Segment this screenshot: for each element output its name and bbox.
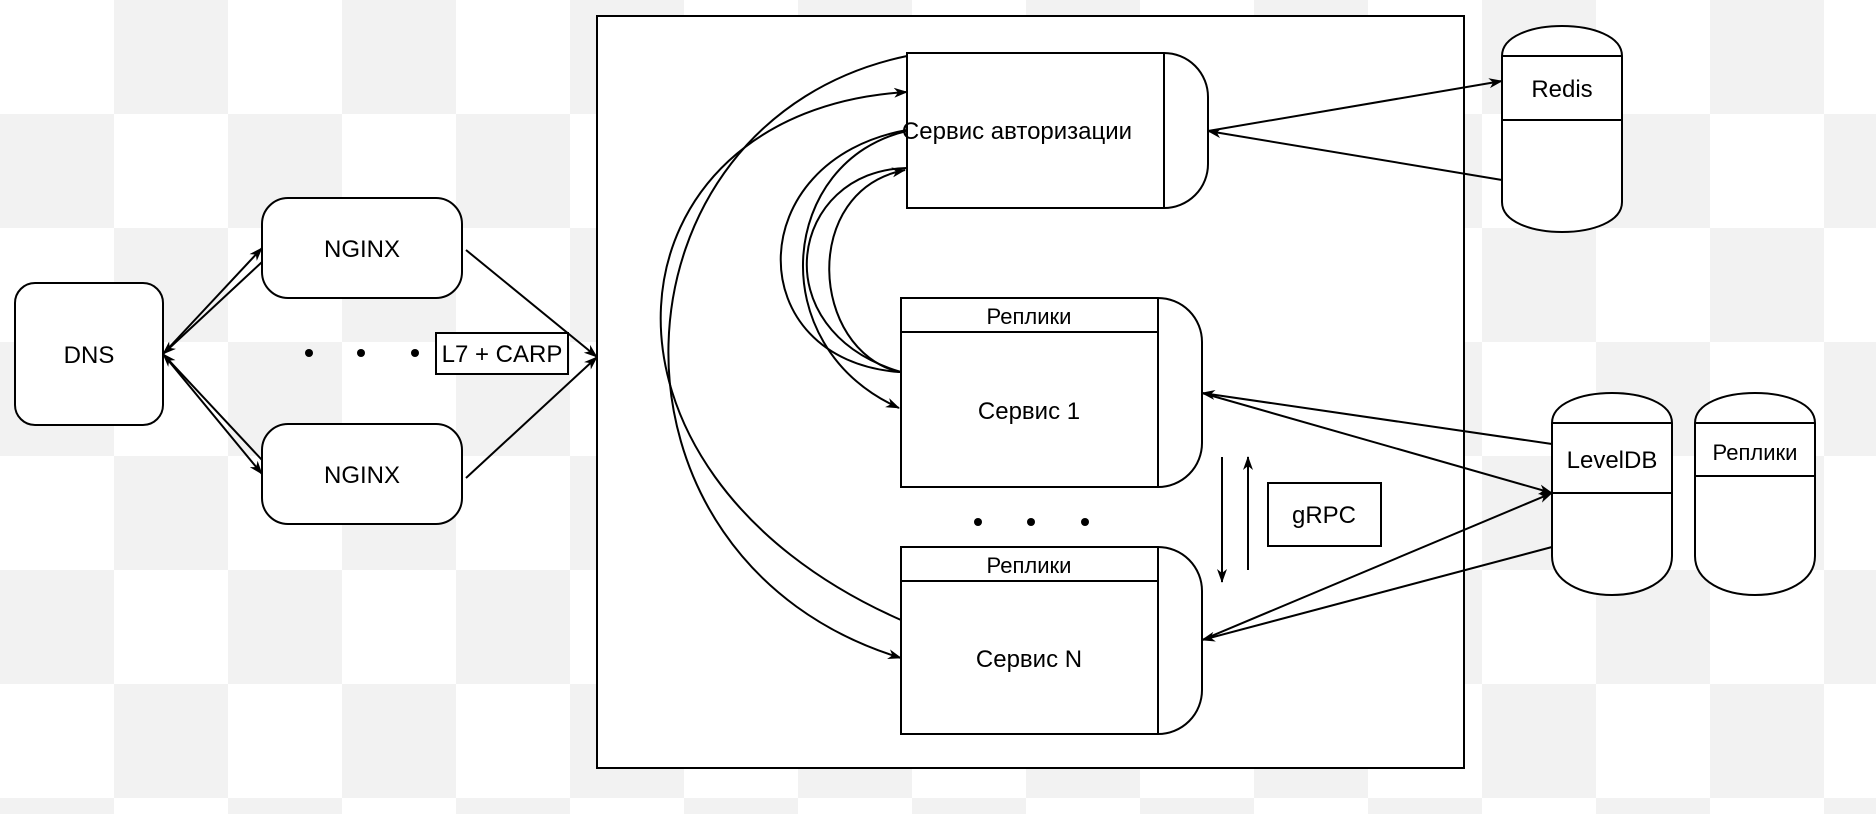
service-n-replicas-label: Реплики xyxy=(987,553,1072,578)
leveldb-replicas-label: Реплики xyxy=(1713,440,1798,465)
nginx-cluster-arrows xyxy=(465,249,598,479)
service-1-node: Реплики Сервис 1 xyxy=(900,297,1203,488)
grpc-label-box: gRPC xyxy=(1267,482,1382,547)
nginx-bottom-label: NGINX xyxy=(324,462,400,489)
service-1-replicas-label: Реплики xyxy=(987,304,1072,329)
redis-label: Redis xyxy=(1531,76,1592,103)
l7-carp-label-box: L7 + CARP xyxy=(435,332,569,375)
grpc-label: gRPC xyxy=(1292,502,1356,529)
leveldb-replicas-db: Реплики xyxy=(1694,392,1816,596)
nginx-top-label: NGINX xyxy=(324,236,400,263)
dns-node: DNS xyxy=(14,282,164,426)
inner-arc-arrowheads xyxy=(802,130,908,409)
leveldb-label: LevelDB xyxy=(1567,447,1658,474)
services-leveldb-arrows xyxy=(1201,389,1553,642)
dns-nginx-arrows xyxy=(162,247,263,475)
redis-db: Redis xyxy=(1501,25,1623,233)
nginx-ellipsis xyxy=(305,349,419,357)
nginx-top-node: NGINX xyxy=(261,197,463,299)
leveldb-db: LevelDB xyxy=(1551,392,1673,596)
services-ellipsis xyxy=(974,518,1089,526)
service-n-node: Реплики Сервис N xyxy=(900,546,1203,735)
service-n-label: Сервис N xyxy=(976,646,1082,673)
auth-redis-arrows xyxy=(1207,78,1503,181)
grpc-arrows xyxy=(1217,456,1253,583)
service-1-label: Сервис 1 xyxy=(978,398,1080,425)
auth-arcs xyxy=(659,55,908,659)
l7-carp-label: L7 + CARP xyxy=(442,341,563,368)
nginx-bottom-node: NGINX xyxy=(261,423,463,525)
auth-service-node: Сервис авторизации xyxy=(902,52,1209,209)
auth-service-label: Сервис авторизации xyxy=(902,118,1132,145)
dns-label: DNS xyxy=(64,342,115,369)
